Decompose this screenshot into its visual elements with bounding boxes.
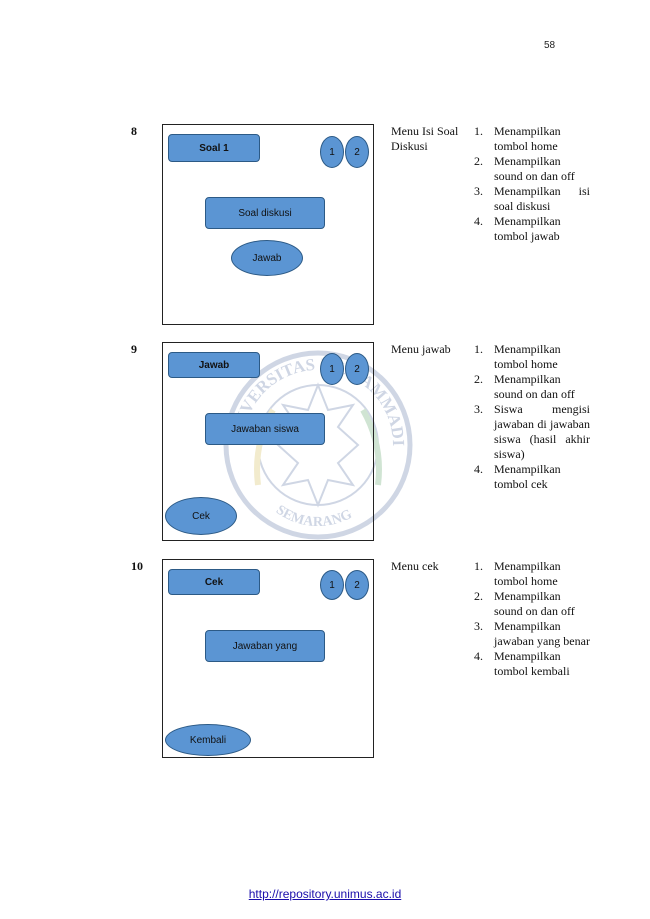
row-number: 9 (131, 342, 137, 356)
header-button: Cek (168, 569, 260, 595)
header-button: Soal 1 (168, 134, 260, 162)
item-number: 2. (474, 154, 483, 168)
item-number: 4. (474, 649, 483, 663)
item-number: 3. (474, 402, 483, 416)
action-button: Cek (165, 497, 237, 535)
center-box: Jawaban yang (205, 630, 325, 662)
list-item: 2. Menampilkan sound on dan off (474, 589, 590, 619)
item-number: 4. (474, 462, 483, 476)
list-item: 1. Menampilkan tombol home (474, 342, 590, 372)
page-number: 58 (544, 40, 556, 51)
item-number: 3. (474, 619, 483, 633)
item-text: Menampilkan tombol kembali (494, 649, 570, 678)
list-item: 1. Menampilkan tombol home (474, 559, 590, 589)
row-number: 10 (131, 559, 143, 573)
action-button: Jawab (231, 240, 303, 276)
screen-mockup: Cek 1 2 Jawaban yang Kembali (162, 559, 374, 758)
row-number: 8 (131, 124, 137, 138)
list-item: 4. Menampilkan tombol kembali (474, 649, 590, 679)
item-text: Menampilkan jawaban yang benar (494, 619, 590, 648)
item-text: Menampilkan tombol home (494, 559, 561, 588)
screen-mockup: Jawab 1 2 Jawaban siswa Cek (162, 342, 374, 541)
action-button: Kembali (165, 724, 251, 756)
center-box: Jawaban siswa (205, 413, 325, 445)
item-text: Menampilkan tombol cek (494, 462, 561, 491)
item-number: 1. (474, 124, 483, 138)
item-number: 1. (474, 559, 483, 573)
item-text: Menampilkan tombol home (494, 342, 561, 371)
item-text: Siswa mengisi jawaban di jawaban siswa (… (494, 402, 590, 461)
menu-label: Menu cek (391, 559, 439, 573)
item-text: Menampilkan tombol jawab (494, 214, 561, 243)
item-number: 3. (474, 184, 483, 198)
list-item: 2. Menampilkan sound on dan off (474, 154, 590, 184)
screen-mockup: Soal 1 1 2 Soal diskusi Jawab (162, 124, 374, 325)
item-text: Menampilkan sound on dan off (494, 589, 575, 618)
description-list: 1. Menampilkan tombol home 2. Menampilkan … (474, 124, 590, 244)
list-item: 3. Siswa mengisi jawaban di jawaban siswa… (474, 402, 590, 462)
menu-label: Menu Isi Soal Diskusi (391, 124, 459, 153)
list-item: 4. Menampilkan tombol cek (474, 462, 590, 492)
header-button: Jawab (168, 352, 260, 378)
list-item: 2. Menampilkan sound on dan off (474, 372, 590, 402)
list-item: 1. Menampilkan tombol home (474, 124, 590, 154)
item-number: 4. (474, 214, 483, 228)
description-list: 1. Menampilkan tombol home 2. Menampilkan … (474, 559, 590, 679)
list-item: 3. Menampilkan isi soal diskusi (474, 184, 590, 214)
description-list: 1. Menampilkan tombol home 2. Menampilkan … (474, 342, 590, 492)
center-box: Soal diskusi (205, 197, 325, 229)
item-text: Menampilkan sound on dan off (494, 372, 575, 401)
list-item: 3. Menampilkan jawaban yang benar (474, 619, 590, 649)
item-text: Menampilkan sound on dan off (494, 154, 575, 183)
menu-label: Menu jawab (391, 342, 451, 356)
list-item: 4. Menampilkan tombol jawab (474, 214, 590, 244)
item-number: 2. (474, 372, 483, 386)
sound-button-2: 2 (345, 570, 369, 600)
item-text: Menampilkan isi soal diskusi (494, 184, 590, 213)
sound-button-1: 1 (320, 353, 344, 385)
sound-button-1: 1 (320, 570, 344, 600)
repository-link[interactable]: http://repository.unimus.ac.id (248, 887, 402, 901)
item-number: 2. (474, 589, 483, 603)
sound-button-2: 2 (345, 353, 369, 385)
item-number: 1. (474, 342, 483, 356)
item-text: Menampilkan tombol home (494, 124, 561, 153)
sound-button-1: 1 (320, 136, 344, 168)
sound-button-2: 2 (345, 136, 369, 168)
